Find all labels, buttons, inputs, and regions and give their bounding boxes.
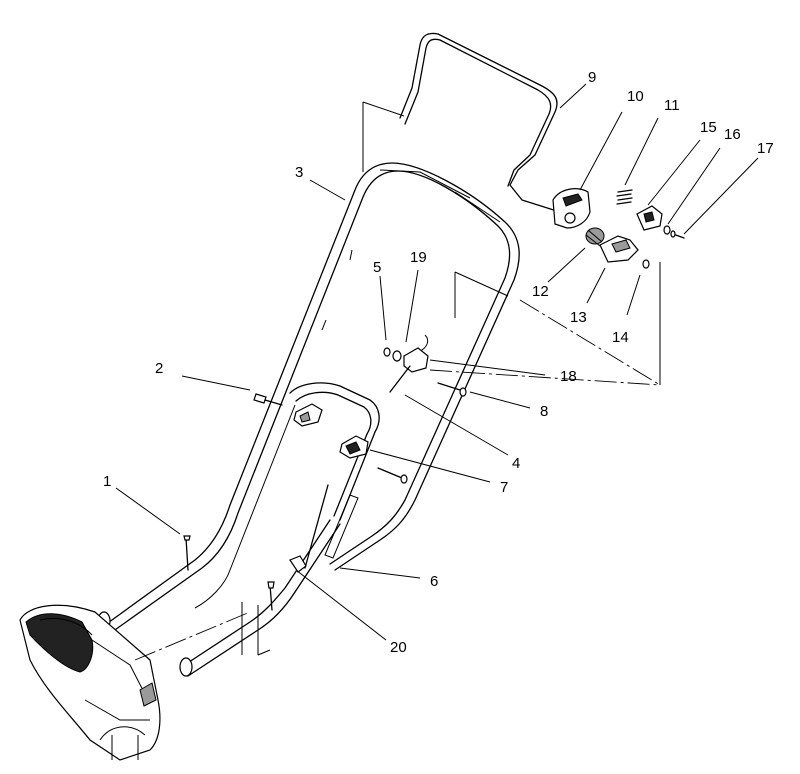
callout-15: 15 — [700, 119, 717, 136]
upper-handle — [104, 162, 520, 633]
callout-10: 10 — [627, 88, 644, 105]
phantom-planes — [134, 101, 661, 661]
callout-7: 7 — [500, 479, 508, 496]
pin-1 — [183, 535, 191, 571]
callout-16: 16 — [724, 126, 741, 143]
callout-20: 20 — [390, 639, 407, 656]
callout-9: 9 — [588, 69, 596, 86]
screw-17 — [670, 230, 685, 239]
callout-4: 4 — [512, 455, 520, 472]
callout-5: 5 — [373, 259, 381, 276]
callout-13: 13 — [570, 309, 587, 326]
cable-clip — [267, 484, 329, 611]
callout-2: 2 — [155, 360, 163, 377]
bolt-2 — [253, 393, 283, 406]
coil-spring — [585, 227, 605, 247]
callout-14: 14 — [612, 329, 629, 346]
control-bracket — [552, 188, 591, 229]
knob — [636, 205, 663, 231]
cam-piece — [599, 235, 639, 263]
callout-3: 3 — [295, 164, 303, 181]
callout-17: 17 — [757, 140, 774, 157]
callout-6: 6 — [430, 573, 438, 590]
callout-8: 8 — [540, 403, 548, 420]
bolt-8 — [437, 382, 467, 397]
switch-18 — [389, 347, 429, 393]
carriage-bolt — [377, 467, 408, 484]
leader-lines — [115, 83, 759, 641]
callout-12: 12 — [532, 283, 549, 300]
mower-deck — [19, 604, 161, 761]
callout-labels: 1 2 3 4 5 6 7 8 9 10 11 12 13 14 15 16 1… — [103, 69, 774, 656]
callout-1: 1 — [103, 473, 111, 490]
callout-11: 11 — [664, 97, 680, 114]
handle-clamp — [293, 403, 323, 427]
washer-14 — [642, 259, 650, 269]
lower-handle — [179, 382, 380, 677]
nut-5 — [383, 347, 402, 362]
spring — [616, 189, 633, 205]
callout-19: 19 — [410, 249, 427, 266]
knob-7 — [339, 435, 369, 459]
bail-wire — [399, 32, 561, 213]
callout-18: 18 — [560, 368, 577, 385]
washer-16 — [663, 225, 671, 235]
